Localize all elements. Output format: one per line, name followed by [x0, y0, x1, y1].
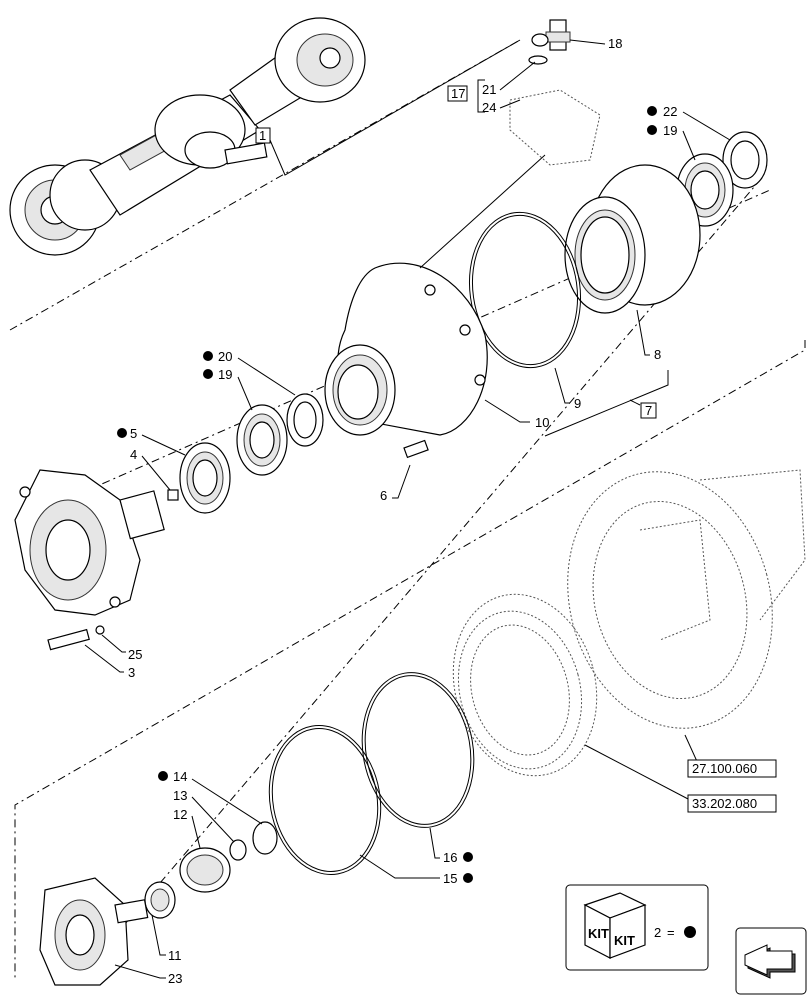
kit-bullet-icon: [647, 125, 657, 135]
reference-label: 27.100.060: [692, 761, 757, 776]
callout-23: 23: [114, 964, 182, 986]
callout-20-label: 20: [218, 349, 232, 364]
kit-bullet-icon: [684, 926, 696, 938]
kit-legend: KIT KIT 2 =: [565, 884, 709, 971]
callout-4: 4: [130, 447, 179, 501]
callout-16: 16: [429, 827, 473, 865]
kit-bullet-icon: [203, 351, 213, 361]
nut-and-bearing: [676, 131, 768, 227]
callout-19-label: 19: [663, 123, 677, 138]
callout-11: 11: [151, 914, 182, 963]
callout-24-label: 24: [482, 100, 496, 115]
kit-bullet-icon: [463, 852, 473, 862]
equals-sign: =: [667, 925, 675, 940]
callout-22: 22: [647, 104, 731, 141]
next-page-arrow-icon[interactable]: [735, 927, 807, 995]
kit-bullet-icon: [117, 428, 127, 438]
callout-25-label: 25: [128, 647, 142, 662]
callout-7: 7: [544, 370, 669, 437]
callout-9-label: 9: [574, 396, 581, 411]
hub-carrier-10: [324, 262, 488, 436]
kit-bullet-icon: [463, 873, 473, 883]
callout-11-label: 11: [168, 948, 182, 963]
brake-ring: [452, 593, 598, 777]
callout-1-label: 1: [259, 128, 266, 143]
callout-13: 13: [173, 788, 235, 843]
callout-13-label: 13: [173, 788, 187, 803]
kit-word-left: KIT: [588, 926, 609, 941]
callout-23-label: 23: [168, 971, 182, 986]
callout-8: 8: [636, 309, 661, 362]
callout-10-label: 10: [535, 415, 549, 430]
callout-18-label: 18: [608, 36, 622, 51]
callout-2-label: 2: [654, 925, 661, 940]
bearing-20-19: [236, 393, 324, 476]
callout-5: 5: [117, 426, 186, 456]
callout-12: 12: [173, 807, 201, 849]
ref-33-202-080: 33.202.080: [584, 744, 777, 813]
kit-box-icon: KIT KIT: [583, 892, 647, 959]
kit-bullet-icon: [158, 771, 168, 781]
callout-19-top: 19: [647, 123, 696, 161]
callout-15-label: 15: [443, 871, 457, 886]
breather-parts: [509, 19, 601, 166]
small-parts-11-14: [144, 821, 278, 919]
bolt-6: [392, 439, 429, 499]
callout-12-label: 12: [173, 807, 187, 822]
callout-15: 15: [359, 854, 473, 886]
axle-assembly-illustration: [9, 17, 366, 256]
callout-8-label: 8: [654, 347, 661, 362]
callout-6: 6: [380, 488, 387, 503]
callout-7-label: 7: [645, 403, 652, 418]
callout-21-label: 21: [482, 82, 496, 97]
callout-3-label: 3: [128, 665, 135, 680]
callout-19-label: 19: [218, 367, 232, 382]
ref-27-100-060: 27.100.060: [684, 734, 777, 778]
callout-14-label: 14: [173, 769, 187, 784]
callout-10: 10: [484, 399, 549, 430]
axle-housing-outline: [567, 469, 806, 729]
callout-22-label: 22: [663, 104, 677, 119]
callout-3: 3: [84, 644, 135, 680]
reference-label: 33.202.080: [692, 796, 757, 811]
callout-4-label: 4: [130, 447, 137, 462]
stud-3-25: [47, 625, 105, 651]
ring-gear: [564, 164, 701, 314]
callout-18: 18: [569, 36, 622, 51]
seal-5: [179, 442, 231, 514]
callout-17-label: 17: [451, 86, 465, 101]
callout-17: 17 21 24: [447, 61, 536, 115]
wheel-hub: [14, 469, 165, 616]
o-ring-9: [468, 211, 582, 369]
callout-16-label: 16: [443, 850, 457, 865]
callout-19-mid: 19: [203, 367, 253, 411]
callout-14: 14: [158, 769, 263, 825]
kit-bullet-icon: [203, 369, 213, 379]
callout-6-label: 6: [380, 488, 387, 503]
callout-20: 20: [203, 349, 296, 396]
callout-9: 9: [554, 367, 581, 411]
callout-25: 25: [101, 634, 142, 662]
kit-word-right: KIT: [614, 933, 635, 948]
o-rings-15-16: [268, 672, 475, 875]
callout-1: 1: [255, 39, 521, 176]
cover-23: [39, 877, 149, 986]
kit-bullet-icon: [647, 106, 657, 116]
callout-5-label: 5: [130, 426, 137, 441]
